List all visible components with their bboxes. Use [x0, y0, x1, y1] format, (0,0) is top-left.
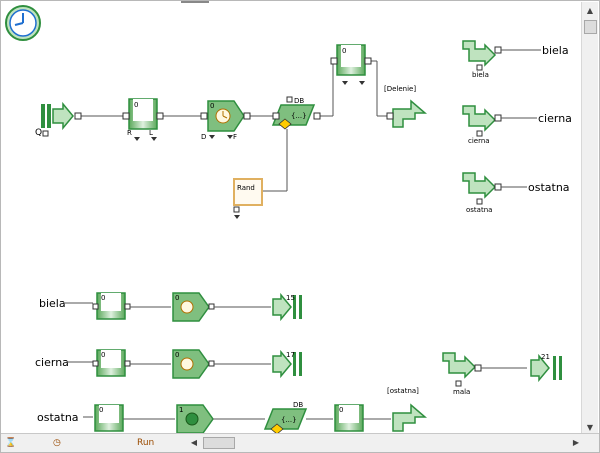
svg-text:0: 0: [99, 406, 103, 414]
svg-text:{...}: {...}: [281, 416, 297, 424]
connector-big-label: biela: [542, 44, 569, 57]
row-ostatna[interactable]: ostatna 0 1 {...} DB 0 [os: [37, 387, 428, 435]
svg-text:D: D: [201, 133, 206, 141]
status-bar: ⌛ ◷ Run ◀ ▶: [1, 433, 599, 452]
hourglass-icon: ⌛: [5, 438, 17, 448]
scroll-left-icon[interactable]: ◀: [190, 438, 198, 447]
decision-expr: {...}: [291, 112, 307, 120]
connector-big-label: cierna: [538, 112, 572, 125]
route-label: [Delenie]: [384, 85, 416, 93]
row-label: ostatna: [37, 411, 79, 424]
row-cierna[interactable]: cierna 0 0 17: [35, 349, 302, 379]
sink-count: 15: [286, 294, 295, 302]
row-label: biela: [39, 297, 66, 310]
svg-text:0: 0: [101, 294, 105, 302]
connector-small-label: ostatna: [466, 206, 492, 214]
row-biela[interactable]: biela 0 0 15: [39, 292, 302, 322]
queue-count: 0: [134, 101, 138, 109]
vertical-scroll-thumb[interactable]: [584, 20, 597, 34]
title-marker: [181, 1, 209, 3]
svg-text:F: F: [233, 133, 237, 141]
model-canvas[interactable]: Q 0 R L 0: [1, 1, 584, 435]
queue-block[interactable]: 0 R L: [122, 98, 164, 141]
rand-label: Rand: [237, 184, 255, 192]
connector-small-label: mala: [453, 388, 470, 396]
decision-block[interactable]: {...} DB: [271, 96, 321, 130]
svg-text:0: 0: [175, 351, 179, 359]
scroll-up-icon[interactable]: ▲: [586, 5, 594, 15]
connector-small-label: biela: [472, 71, 489, 79]
svg-text:0: 0: [339, 406, 343, 414]
connector-cierna[interactable]: cierna cierna: [462, 105, 572, 145]
vertical-scrollbar[interactable]: ▲ ▼: [581, 2, 598, 435]
connector-ostatna[interactable]: ostatna ostatna: [462, 172, 570, 214]
svg-text:0: 0: [175, 294, 179, 302]
connector-biela[interactable]: biela biela: [462, 40, 569, 79]
svg-text:0: 0: [101, 351, 105, 359]
sink-count: 21: [541, 353, 550, 361]
sink-count: 17: [286, 351, 295, 359]
svg-text:1: 1: [179, 406, 183, 414]
source-block[interactable]: Q: [35, 101, 82, 138]
queue-block-2[interactable]: 0: [330, 44, 372, 85]
route-block[interactable]: [Delenie]: [384, 85, 428, 128]
svg-text:R: R: [127, 129, 132, 137]
scroll-down-icon[interactable]: ▼: [586, 422, 594, 432]
connector-mala[interactable]: 21 mala: [442, 352, 562, 396]
run-status: Run: [137, 438, 155, 448]
activity-count: 0: [210, 102, 214, 110]
svg-text:DB: DB: [293, 401, 303, 409]
scroll-right-icon[interactable]: ▶: [572, 438, 580, 447]
queue2-count: 0: [342, 47, 346, 55]
svg-text:L: L: [149, 129, 153, 137]
clock-icon: ◷: [53, 438, 61, 448]
simulation-clock-icon[interactable]: [5, 5, 41, 41]
route-label: [ostatna]: [387, 387, 419, 395]
decision-label: DB: [294, 97, 304, 105]
row-label: cierna: [35, 356, 69, 369]
horizontal-scroll-thumb[interactable]: [203, 437, 235, 449]
connector-big-label: ostatna: [528, 181, 570, 194]
activity-block[interactable]: 0 D F: [200, 100, 251, 141]
rand-block[interactable]: Rand: [233, 178, 263, 219]
connector-small-label: cierna: [468, 137, 490, 145]
source-label: Q: [35, 128, 42, 138]
horizontal-scrollbar[interactable]: ◀ ▶: [187, 435, 583, 450]
